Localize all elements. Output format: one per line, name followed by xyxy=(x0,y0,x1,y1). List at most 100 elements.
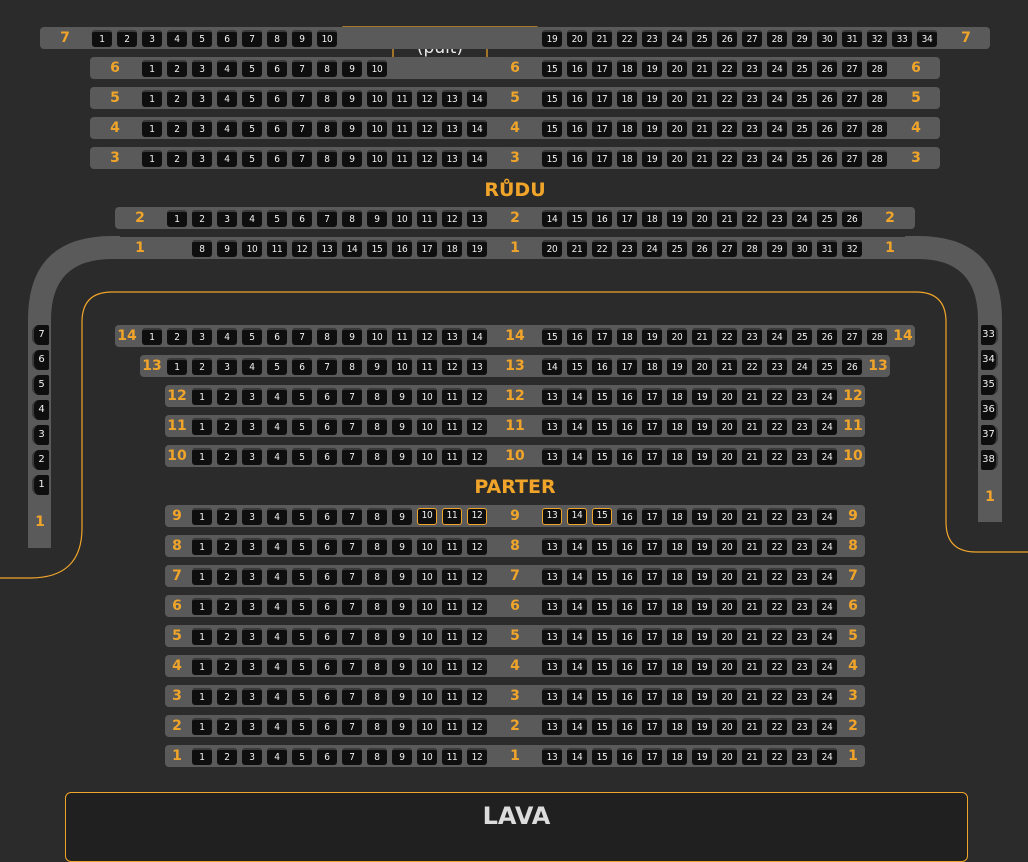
seat[interactable]: 22 xyxy=(767,448,787,465)
seat[interactable]: 1 xyxy=(92,30,112,47)
seat[interactable]: 31 xyxy=(817,240,837,257)
seat[interactable]: 17 xyxy=(642,718,662,735)
seat[interactable]: 18 xyxy=(617,150,637,167)
seat[interactable]: 20 xyxy=(667,120,687,137)
seat[interactable]: 16 xyxy=(617,568,637,585)
seat[interactable]: 23 xyxy=(792,568,812,585)
seat[interactable]: 8 xyxy=(367,448,387,465)
seat[interactable]: 19 xyxy=(692,388,712,405)
seat[interactable]: 18 xyxy=(667,568,687,585)
seat[interactable]: 9 xyxy=(392,628,412,645)
seat[interactable]: 21 xyxy=(742,658,762,675)
seat[interactable]: 19 xyxy=(692,508,712,525)
seat[interactable]: 2 xyxy=(167,150,187,167)
seat[interactable]: 23 xyxy=(792,388,812,405)
seat[interactable]: 3 xyxy=(242,448,262,465)
seat[interactable]: 16 xyxy=(617,658,637,675)
seat[interactable]: 9 xyxy=(342,328,362,345)
seat[interactable]: 24 xyxy=(817,418,837,435)
seat[interactable]: 17 xyxy=(592,90,612,107)
seat[interactable]: 9 xyxy=(392,448,412,465)
seat[interactable]: 5 xyxy=(267,210,287,227)
seat[interactable]: 23 xyxy=(767,210,787,227)
seat[interactable]: 18 xyxy=(667,658,687,675)
seat[interactable]: 26 xyxy=(817,150,837,167)
seat[interactable]: 4 xyxy=(267,538,287,555)
seat[interactable]: 13 xyxy=(442,328,462,345)
seat[interactable]: 24 xyxy=(792,358,812,375)
seat[interactable]: 4 xyxy=(267,388,287,405)
seat[interactable]: 7 xyxy=(342,538,362,555)
side-seat-left[interactable]: 4 xyxy=(32,400,49,420)
seat[interactable]: 21 xyxy=(567,240,587,257)
seat[interactable]: 19 xyxy=(692,568,712,585)
seat[interactable]: 33 xyxy=(892,30,912,47)
seat[interactable]: 11 xyxy=(442,688,462,705)
seat[interactable]: 12 xyxy=(467,658,487,675)
seat[interactable]: 6 xyxy=(317,748,337,765)
seat[interactable]: 23 xyxy=(642,30,662,47)
seat[interactable]: 24 xyxy=(767,90,787,107)
seat[interactable]: 6 xyxy=(267,328,287,345)
seat[interactable]: 6 xyxy=(317,688,337,705)
seat[interactable]: 10 xyxy=(367,150,387,167)
seat[interactable]: 3 xyxy=(192,150,212,167)
seat[interactable]: 17 xyxy=(642,658,662,675)
seat[interactable]: 26 xyxy=(692,240,712,257)
seat[interactable]: 19 xyxy=(667,358,687,375)
seat[interactable]: 20 xyxy=(717,688,737,705)
seat[interactable]: 11 xyxy=(442,748,462,765)
seat[interactable]: 3 xyxy=(242,388,262,405)
seat[interactable]: 29 xyxy=(792,30,812,47)
seat[interactable]: 32 xyxy=(842,240,862,257)
seat[interactable]: 25 xyxy=(792,328,812,345)
seat[interactable]: 12 xyxy=(417,120,437,137)
seat[interactable]: 14 xyxy=(567,508,587,525)
seat[interactable]: 4 xyxy=(267,418,287,435)
seat[interactable]: 12 xyxy=(467,448,487,465)
seat[interactable]: 18 xyxy=(617,328,637,345)
seat[interactable]: 8 xyxy=(367,718,387,735)
seat[interactable]: 14 xyxy=(567,688,587,705)
seat[interactable]: 14 xyxy=(467,328,487,345)
seat[interactable]: 3 xyxy=(192,60,212,77)
seat[interactable]: 21 xyxy=(692,150,712,167)
side-seat-left[interactable]: 6 xyxy=(32,350,49,370)
seat[interactable]: 16 xyxy=(567,150,587,167)
seat[interactable]: 1 xyxy=(192,748,212,765)
seat[interactable]: 14 xyxy=(567,628,587,645)
seat[interactable]: 9 xyxy=(392,538,412,555)
seat[interactable]: 9 xyxy=(217,240,237,257)
seat[interactable]: 4 xyxy=(242,358,262,375)
seat[interactable]: 4 xyxy=(267,628,287,645)
seat[interactable]: 3 xyxy=(192,328,212,345)
seat[interactable]: 20 xyxy=(717,388,737,405)
seat[interactable]: 10 xyxy=(367,60,387,77)
seat[interactable]: 21 xyxy=(742,748,762,765)
seat[interactable]: 15 xyxy=(367,240,387,257)
seat[interactable]: 13 xyxy=(442,120,462,137)
seat[interactable]: 16 xyxy=(617,628,637,645)
seat[interactable]: 13 xyxy=(442,90,462,107)
seat[interactable]: 5 xyxy=(242,60,262,77)
seat[interactable]: 1 xyxy=(192,418,212,435)
seat[interactable]: 6 xyxy=(217,30,237,47)
seat[interactable]: 21 xyxy=(742,598,762,615)
seat[interactable]: 28 xyxy=(867,90,887,107)
seat[interactable]: 9 xyxy=(342,120,362,137)
seat[interactable]: 22 xyxy=(767,628,787,645)
seat[interactable]: 18 xyxy=(667,508,687,525)
seat[interactable]: 19 xyxy=(642,328,662,345)
seat[interactable]: 20 xyxy=(717,748,737,765)
seat[interactable]: 16 xyxy=(617,388,637,405)
seat[interactable]: 27 xyxy=(842,150,862,167)
seat[interactable]: 23 xyxy=(792,448,812,465)
seat[interactable]: 22 xyxy=(717,150,737,167)
seat[interactable]: 12 xyxy=(417,150,437,167)
seat[interactable]: 18 xyxy=(667,418,687,435)
seat[interactable]: 20 xyxy=(692,210,712,227)
seat[interactable]: 13 xyxy=(542,508,562,525)
seat[interactable]: 17 xyxy=(642,628,662,645)
seat[interactable]: 2 xyxy=(217,718,237,735)
seat[interactable]: 14 xyxy=(567,418,587,435)
